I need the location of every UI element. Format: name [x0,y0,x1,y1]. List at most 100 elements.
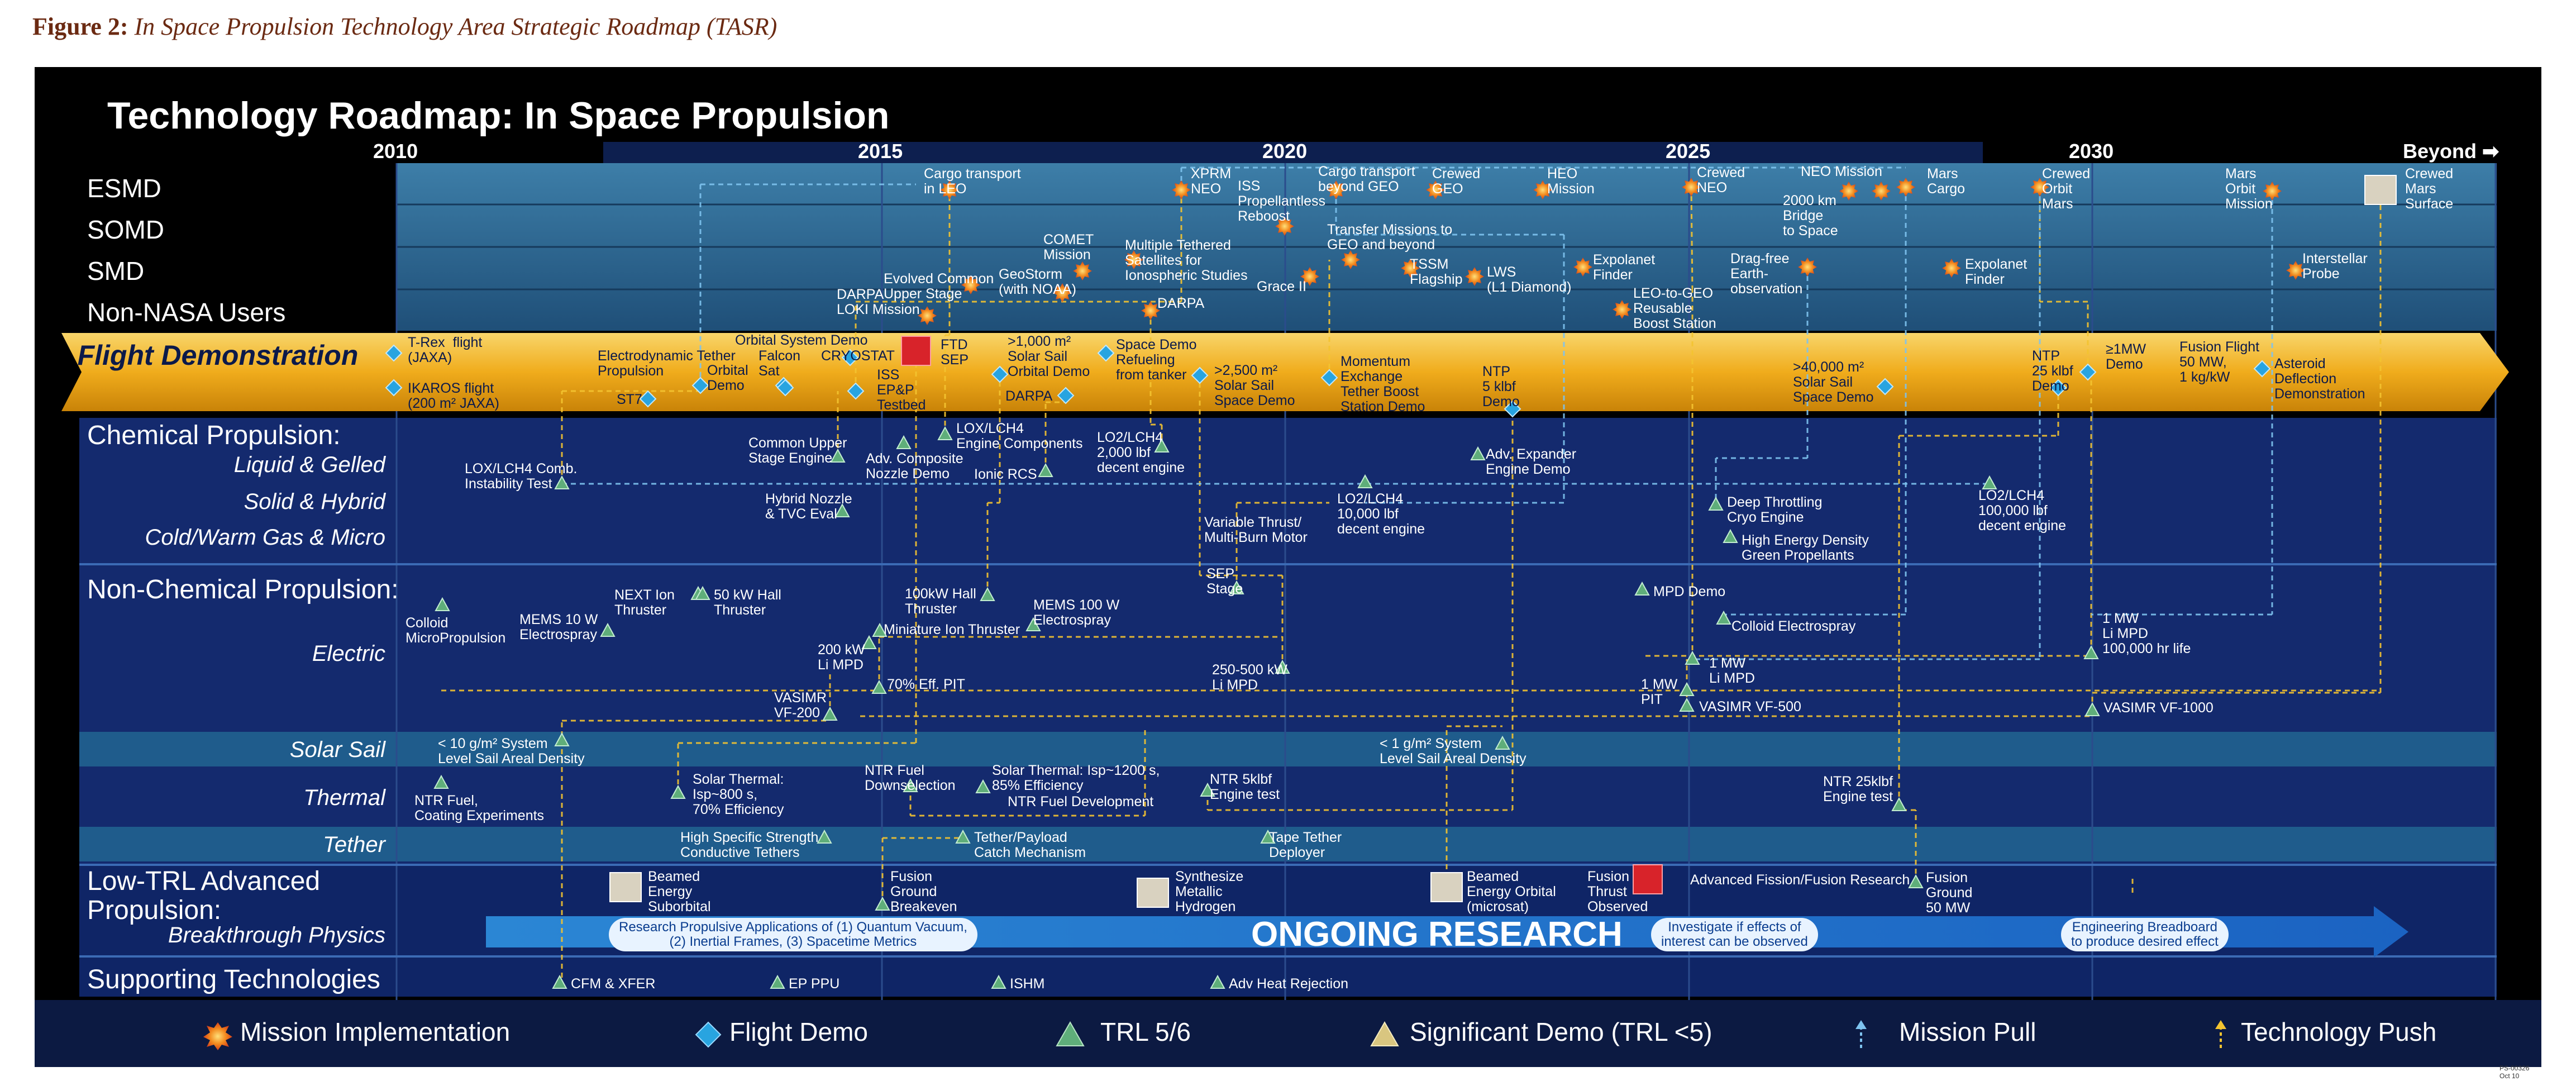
event-marker-c1 [554,475,570,489]
event-label-l1: Beamed Energy Suborbital [648,869,711,915]
event-marker-t2 [670,784,686,799]
event-label-e14: Colloid Electrospray [1731,618,1856,634]
technology-push-connector [1686,187,1694,706]
event-marker-m14 [1341,250,1360,269]
event-marker-f17 [1876,378,1894,396]
event-label-m3: ISS Propellantless Reboost [1238,178,1326,224]
event-marker-f8 [776,379,794,397]
event-marker-m10 [1896,178,1915,197]
event-marker-st1 [552,974,567,989]
event-marker-f10 [901,336,931,366]
event-marker-e1 [435,597,450,611]
event-marker-m26 [918,306,937,325]
event-label-f3: Electrodynamic Tether Propulsion [598,348,736,379]
category-supporting: Supporting Technologies [87,965,380,994]
year-label-2010: 2010 [373,140,418,163]
subcategory-solid: Solid & Hybrid [244,489,385,514]
technology-push-connector [1235,260,1330,589]
event-label-e9: 70% Eff. PIT [887,677,965,692]
event-label-st1: CFM & XFER [571,976,656,992]
event-label-e1: Colloid MicroPropulsion [406,615,506,646]
event-marker-e14 [1716,610,1731,625]
event-label-t2: Solar Thermal: Isp~800 s, 70% Efficiency [693,772,784,817]
event-marker-s1 [554,732,570,746]
event-label-f21: Asteroid Deflection Demonstration [2274,356,2365,402]
event-label-e19: VASIMR VF-1000 [2103,700,2214,716]
event-label-e8: 200 kW Li MPD [818,642,865,673]
year-label-beyond: Beyond ➡ [2403,140,2499,163]
event-marker-f1 [385,344,403,362]
event-marker-l4 [1430,872,1463,902]
event-marker-e13 [1634,581,1650,596]
event-label-m13: Crewed Mars Surface [2405,166,2454,212]
event-marker-t6 [1200,782,1215,797]
event-marker-e11 [1229,580,1244,594]
event-label-l3: Synthesize Metallic Hydrogen [1175,869,1244,915]
event-label-e7: Miniature Ion Thruster [884,622,1020,637]
event-marker-f3 [691,377,709,394]
event-label-m8: NEO Mission [1801,164,1882,179]
event-marker-c2 [830,448,846,463]
event-label-l7: Fusion Ground 50 MW [1926,870,1973,916]
event-label-f14: >2,500 m² Solar Sail Space Demo [1214,363,1295,408]
event-marker-l7 [1908,874,1924,888]
event-label-st3: ISHM [1010,976,1045,992]
event-label-te1: High Specific Strength Conductive Tether… [680,830,819,860]
mission-pull-connector [1692,187,2041,660]
event-marker-f14 [1191,366,1209,384]
event-marker-m5 [1426,180,1445,199]
event-marker-f2 [385,379,403,397]
event-label-e17: VASIMR VF-500 [1699,699,1801,715]
event-label-e13: MPD Demo [1653,584,1726,599]
event-label-e16: 1 MW PIT [1641,677,1678,707]
event-label-c12: LO2/LCH4 100,000 lbf decent engine [1978,488,2067,534]
stakeholder-somd: SOMD [87,215,164,244]
event-marker-l1 [609,872,642,902]
event-label-m25: GeoStorm (with NOAA) [999,266,1076,297]
event-marker-m4 [1327,180,1346,199]
event-label-e15: 1 MW Li MPD [1709,655,1755,686]
mission-pull-connector [2091,191,2273,616]
event-label-e10: VASIMR VF-200 [774,690,827,721]
ongoing-research-label: ONGOING RESEARCH [1251,915,1623,954]
beyond-arrow-icon: ➡ [2482,140,2499,163]
event-label-e6: MEMS 100 W Electrospray [1033,597,1120,628]
event-label-f19: ≥1MW Demo [2106,341,2146,372]
legend-mission-implementation: Mission Implementation [240,1017,511,1046]
research-cloud-1: Research Propulsive Applications of (1) … [609,918,977,951]
event-label-m18: Grace II [1257,279,1306,294]
event-marker-te1 [817,829,832,844]
event-marker-e12 [1275,659,1290,674]
research-cloud-3: Engineering Breadboard to produce desire… [2061,918,2229,951]
year-label-2030: 2030 [2069,140,2114,163]
event-marker-st4 [1210,974,1225,989]
event-marker-t3 [903,778,918,792]
category-chemical: Chemical Propulsion: [87,421,341,450]
event-label-st2: EP PPU [789,976,840,992]
event-label-m27: DARPA [1157,296,1205,311]
event-marker-l2 [875,896,890,911]
subcategory-tether: Tether [323,832,385,857]
event-marker-f11 [991,365,1009,383]
event-label-c13: High Energy Density Green Propellants [1742,532,1869,563]
event-label-m28: LEO-to-GEO Reusable Boost Station [1633,285,1716,331]
event-label-f17: >40,000 m² Solar Sail Space Demo [1793,359,1874,405]
event-marker-c8 [1470,446,1486,460]
stakeholder-esmd: ESMD [87,174,161,203]
technology-push-connector [677,351,917,793]
document-id: PS-00326 Oct 10 [2499,1064,2530,1080]
event-marker-f18 [2049,379,2067,397]
legend-significant-demo: Significant Demo (TRL <5) [1410,1017,1712,1046]
event-label-t3: NTR Fuel Downselection [865,763,956,793]
event-label-m24: Evolved Common Upper Stage [884,271,994,302]
roadmap-title: Technology Roadmap: In Space Propulsion [107,94,890,137]
event-marker-e18 [2083,645,2099,659]
event-label-f10: FTD SEP [941,337,969,368]
event-label-m21: Drag-free Earth- observation [1730,251,1803,297]
event-marker-c11 [1708,496,1724,511]
event-marker-l5 [1633,864,1663,894]
event-marker-m16 [1124,250,1143,269]
event-marker-c7 [834,503,850,517]
event-marker-f9 [847,382,865,400]
event-marker-m20 [1573,258,1592,277]
